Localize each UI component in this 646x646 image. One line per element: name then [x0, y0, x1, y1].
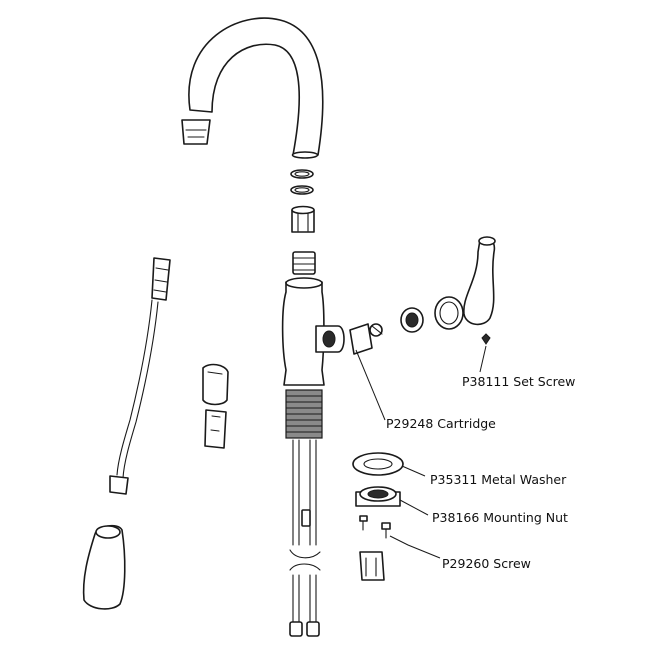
set-screw-part	[481, 333, 491, 345]
mounting-bracket-part	[359, 551, 385, 581]
body-top-fitting-part	[292, 251, 316, 275]
threaded-shank-part	[285, 389, 323, 439]
sprayhead-part	[82, 524, 126, 610]
callout-set-screw: P38111 Set Screw	[462, 374, 575, 389]
callout-screw: P29260 Screw	[442, 556, 531, 571]
faucet-body-part	[281, 277, 345, 386]
leader-screw	[389, 535, 441, 559]
supply-lines-part	[289, 439, 321, 637]
spout-bushing-part	[291, 205, 315, 233]
callout-metal-washer: P35311 Metal Washer	[430, 472, 567, 487]
screw-part-left	[359, 515, 368, 531]
callout-cartridge: P29248 Cartridge	[386, 416, 496, 431]
metal-washer-part	[352, 452, 404, 476]
hose-clip-part	[204, 409, 227, 449]
leader-mounting-nut	[399, 499, 429, 516]
screw-part-right	[381, 522, 391, 539]
aerator-part	[181, 119, 211, 145]
leader-metal-washer	[401, 465, 426, 477]
hose-guide-part	[202, 363, 229, 406]
leader-set-screw	[479, 345, 487, 373]
o-ring-lower	[290, 185, 314, 195]
bonnet-nut-part	[400, 307, 424, 333]
callout-mounting-nut: P38166 Mounting Nut	[432, 510, 568, 525]
handle-part	[463, 236, 496, 326]
leader-cartridge	[355, 349, 386, 421]
sprayhead-hose-part	[109, 257, 171, 495]
o-ring-upper	[290, 169, 314, 179]
cap-ring-part	[434, 296, 464, 330]
cartridge-part	[349, 323, 383, 355]
mounting-nut-part	[355, 486, 401, 507]
spout-part	[188, 17, 324, 159]
